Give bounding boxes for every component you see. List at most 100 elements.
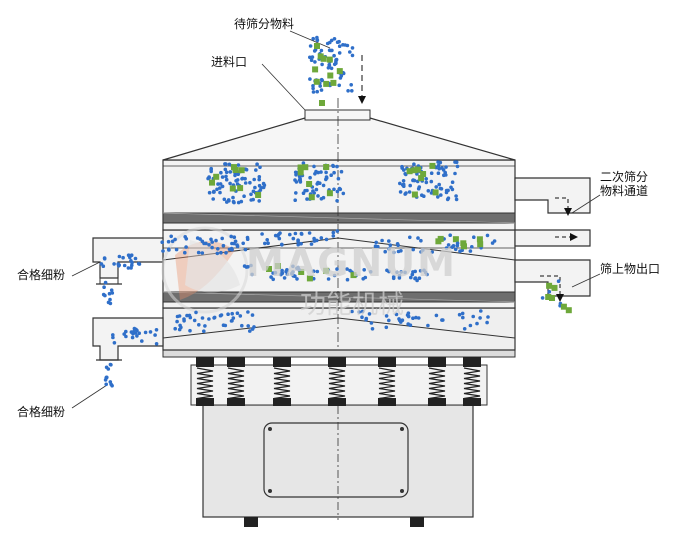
fine-particle xyxy=(325,41,330,46)
fine-particle xyxy=(385,268,389,273)
fine-particle xyxy=(253,185,257,190)
spring-coil xyxy=(463,367,481,400)
fine-particle xyxy=(453,171,457,176)
fine-particle xyxy=(450,180,455,184)
fine-particle xyxy=(202,329,206,334)
fine-particle xyxy=(479,309,483,313)
fine-particle xyxy=(231,195,235,200)
feed-arrow xyxy=(358,55,366,104)
fine-particle xyxy=(216,247,220,251)
fine-particle xyxy=(327,63,332,67)
fine-particle xyxy=(388,243,393,247)
fine-particle xyxy=(288,232,292,237)
fine-particle xyxy=(249,198,253,202)
fine-particle xyxy=(319,77,324,82)
fine-particle xyxy=(411,178,415,183)
coarse-particle xyxy=(411,167,418,174)
fine-particle xyxy=(235,311,240,316)
fine-particle xyxy=(207,175,211,179)
fine-particle xyxy=(430,250,435,254)
fine-particle xyxy=(161,249,165,253)
coarse-particle xyxy=(297,164,304,171)
coarse-particle xyxy=(231,164,237,171)
fine-particle xyxy=(460,311,465,316)
label-oversize-outlet: 筛上物出口 xyxy=(600,262,661,276)
fine-particle xyxy=(410,272,415,277)
fine-particle xyxy=(387,239,391,243)
fine-particle xyxy=(228,170,233,174)
fine-particle xyxy=(308,175,312,180)
spring-base xyxy=(273,398,291,406)
fine-particle xyxy=(263,241,267,246)
fine-particle xyxy=(426,323,430,328)
fine-particle xyxy=(324,170,328,175)
coarse-particle xyxy=(314,43,320,49)
material-particles xyxy=(99,35,572,388)
fine-particle xyxy=(188,328,192,333)
fine-particle xyxy=(200,316,205,320)
fine-particle xyxy=(109,288,114,293)
fine-particle xyxy=(423,270,428,275)
fine-particle xyxy=(233,173,237,178)
fine-particle xyxy=(418,269,423,273)
fine-particle xyxy=(252,177,256,182)
fine-particle xyxy=(207,243,211,247)
spring-base xyxy=(463,398,481,406)
fine-particle xyxy=(446,243,451,247)
coarse-particle xyxy=(551,284,558,291)
fine-particle xyxy=(360,315,364,320)
fine-particle xyxy=(308,55,312,60)
fine-particle xyxy=(400,164,404,169)
fine-particle xyxy=(485,233,490,238)
fine-particle xyxy=(135,334,139,338)
fine-particle xyxy=(436,195,440,199)
fine-particle xyxy=(315,182,320,186)
fine-particle xyxy=(109,363,113,367)
fine-particle xyxy=(110,291,115,295)
fine-particle xyxy=(335,267,339,271)
fine-particle xyxy=(175,314,180,319)
fine-particle xyxy=(348,268,352,273)
fine-particle xyxy=(132,326,137,331)
fine-particle xyxy=(184,245,188,249)
spring-coil xyxy=(428,367,446,400)
fine-particle xyxy=(220,236,224,241)
fine-particle xyxy=(265,238,270,242)
fine-particle xyxy=(397,273,402,278)
fine-particle xyxy=(243,247,248,252)
fine-particle xyxy=(444,246,449,250)
coarse-particle xyxy=(213,173,220,180)
fine-particle xyxy=(215,187,219,192)
spring-cap xyxy=(328,357,346,367)
label-fine-powder-upper: 合格细粉 xyxy=(17,268,66,282)
fine-particle xyxy=(339,169,344,174)
coarse-particle xyxy=(255,192,262,198)
fine-particle xyxy=(547,290,552,294)
spring-cap xyxy=(463,357,481,367)
label-material-to-screen: 待筛分物料 xyxy=(234,17,295,31)
fine-particle xyxy=(402,168,406,172)
spring-coil xyxy=(273,367,291,400)
fine-particle xyxy=(350,46,355,50)
fine-particle xyxy=(319,197,324,201)
coarse-particle xyxy=(319,100,325,106)
fine-particle xyxy=(214,238,218,243)
fine-particle xyxy=(175,319,179,324)
fine-particle xyxy=(348,50,352,54)
fine-particle xyxy=(218,186,222,190)
fine-particle xyxy=(350,309,354,314)
coarse-particle xyxy=(308,194,315,201)
fine-particle xyxy=(312,239,317,243)
fine-particle xyxy=(219,313,224,317)
fine-particle xyxy=(254,168,258,172)
fine-particle xyxy=(126,253,131,257)
fine-particle xyxy=(326,277,331,281)
fine-particle xyxy=(227,162,232,167)
fine-particle xyxy=(443,170,448,175)
fine-particle xyxy=(221,243,226,248)
fine-particle xyxy=(261,185,266,190)
fine-particle xyxy=(245,237,250,241)
spring-cap xyxy=(378,357,396,367)
fine-particle xyxy=(102,257,107,261)
fine-particle xyxy=(440,166,444,170)
